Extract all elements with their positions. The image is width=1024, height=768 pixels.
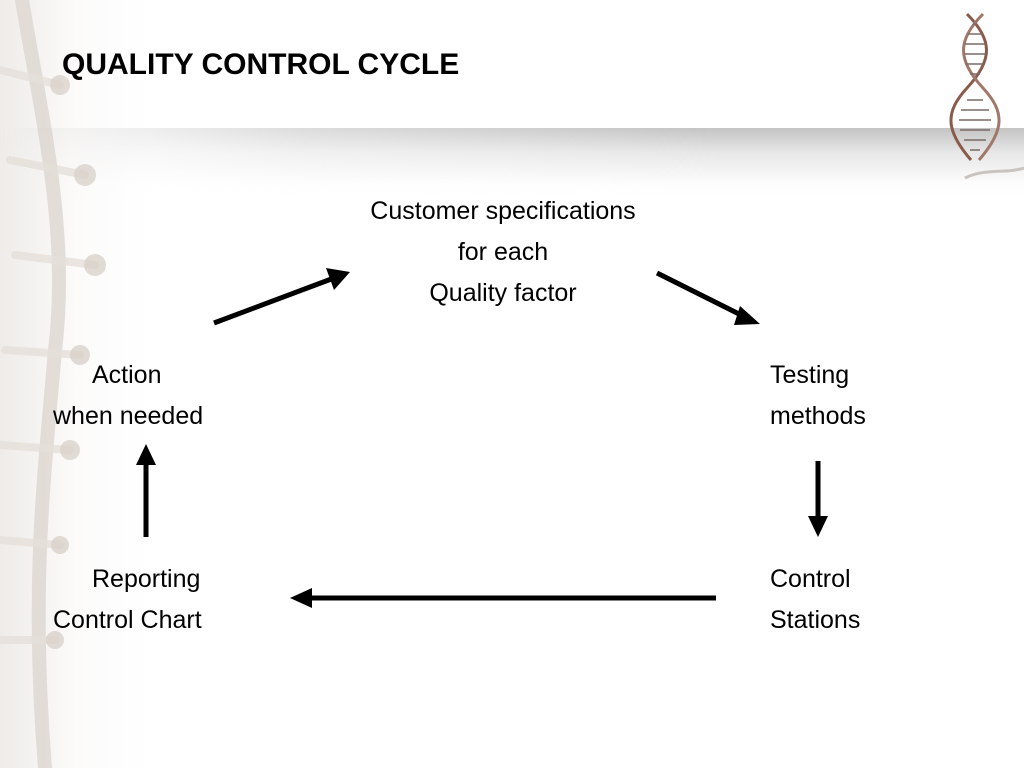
arrow-bottom-right-to-bottom-left <box>290 588 716 608</box>
node-text-line: Stations <box>770 606 861 634</box>
arrow-left-to-top <box>213 268 350 326</box>
arrow-right-to-bottom-right <box>808 461 828 537</box>
node-testing-methods: Testing methods <box>770 355 866 437</box>
node-customer-specifications: Customer specifications for each Quality… <box>340 191 666 314</box>
node-text-line: methods <box>770 402 866 430</box>
header-gradient-band <box>0 128 1024 198</box>
arrow-top-to-right <box>655 270 760 325</box>
node-text-line: Control Chart <box>53 606 202 634</box>
node-text-line: when needed <box>53 402 204 430</box>
node-text-line: Testing <box>770 361 850 389</box>
node-text-line: Action <box>92 361 162 389</box>
node-action-when-needed: Action when needed <box>53 355 203 437</box>
node-text-line: Reporting <box>92 565 201 593</box>
node-text-line: for each <box>457 238 549 266</box>
slide-title: QUALITY CONTROL CYCLE <box>62 48 460 81</box>
node-text-line: Customer specifications <box>370 197 636 225</box>
arrow-bottom-left-to-left <box>136 444 156 537</box>
node-text-line: Quality factor <box>429 279 577 307</box>
node-control-stations: Control Stations <box>770 559 860 641</box>
node-text-line: Control <box>770 565 851 593</box>
node-reporting-control-chart: Reporting Control Chart <box>53 559 202 641</box>
